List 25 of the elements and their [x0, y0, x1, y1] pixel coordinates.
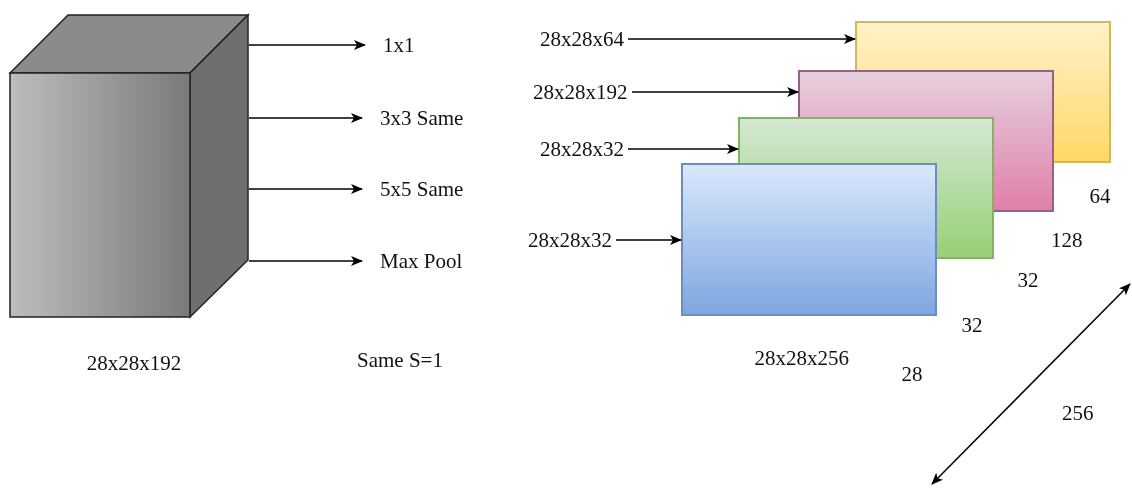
- arrow: [248, 40, 366, 50]
- dimension-label: 128: [1051, 228, 1083, 252]
- arrow: [627, 144, 739, 154]
- dimension-label: 28x28x256: [754, 346, 849, 370]
- note-label: Same S=1: [357, 348, 443, 372]
- arrow: [615, 235, 682, 245]
- output-label: 28x28x192: [533, 80, 628, 104]
- output-label: Max Pool: [380, 249, 463, 273]
- dimension-label: 28x28x192: [85, 351, 183, 375]
- output-label: 28x28x64: [540, 27, 624, 51]
- arrow: [248, 256, 363, 266]
- output-label: 3x3 Same: [380, 106, 464, 130]
- output-label: 28x28x32: [528, 228, 612, 252]
- dimension-label: 28: [901, 362, 923, 386]
- output-label: 5x5 Same: [380, 177, 464, 201]
- output-label: 1x1: [383, 33, 415, 57]
- dimension-label: 32: [1017, 268, 1039, 292]
- dimension-label: 32: [961, 313, 983, 337]
- arrow: [627, 34, 856, 44]
- arrow: [248, 184, 363, 194]
- dimension-label: 64: [1089, 184, 1111, 208]
- arrow: [248, 113, 363, 123]
- arrow: [631, 87, 799, 97]
- output-label: 28x28x32: [540, 137, 624, 161]
- dimension-label: 256: [1062, 401, 1094, 425]
